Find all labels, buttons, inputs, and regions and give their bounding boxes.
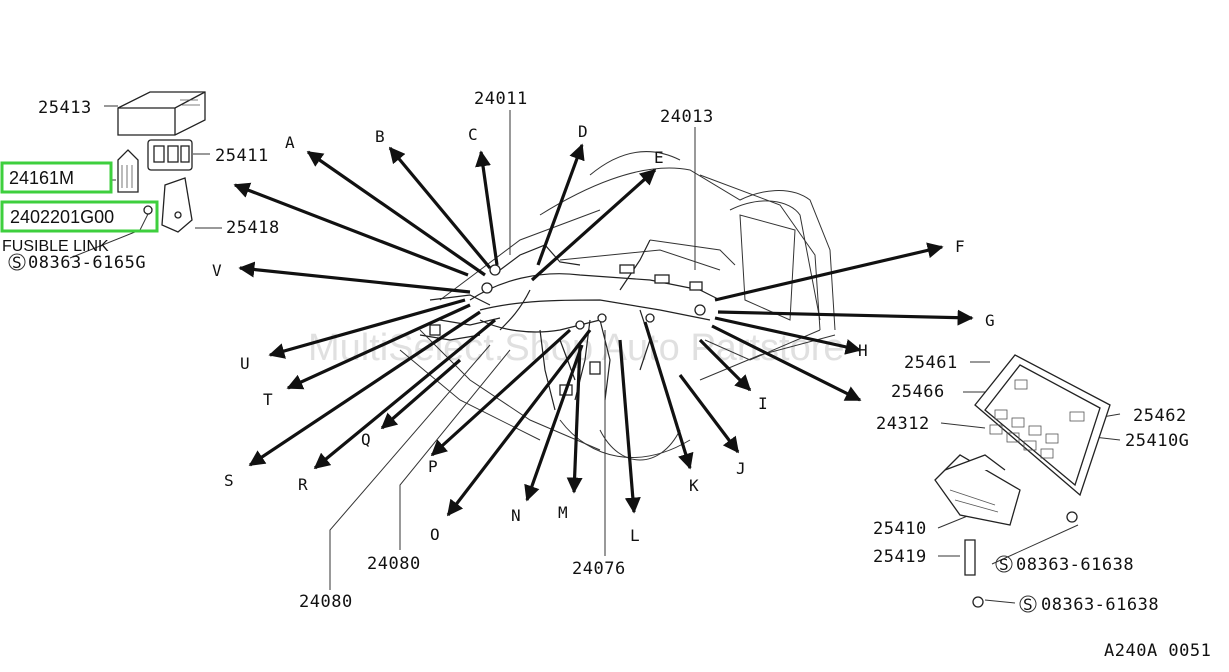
letter-s: S	[224, 471, 234, 490]
letter-a: A	[285, 133, 295, 152]
fusible-link-label[interactable]: FUSIBLE LINK	[2, 238, 109, 255]
part-2402201g00-link[interactable]: 2402201G00	[10, 207, 114, 227]
part-25462: 25462	[1133, 406, 1187, 426]
part-24312: 24312	[876, 414, 930, 434]
letter-p: P	[428, 457, 438, 476]
letter-d: D	[578, 122, 588, 141]
part-25413: 25413	[38, 98, 92, 118]
letter-r: R	[298, 475, 308, 494]
fuse-block-part	[147, 139, 193, 171]
part-08363-61638-upper: 08363-61638	[1016, 555, 1134, 575]
fusible-link-part	[117, 149, 139, 193]
letter-n: N	[511, 506, 521, 525]
screw-callout-right-upper: S 08363-61638	[995, 555, 1134, 575]
diagram-code: A240A 0051	[1104, 641, 1211, 661]
part-25410g: 25410G	[1125, 431, 1189, 451]
part-25411: 25411	[215, 146, 269, 166]
letter-g: G	[985, 311, 995, 330]
vehicle-body-outline	[399, 151, 836, 461]
screw-symbol: S	[12, 253, 22, 272]
part-25419: 25419	[873, 547, 927, 567]
reference-letters: A B C D E F G H I J K L M N O P Q R S T …	[212, 122, 995, 545]
part-24080-lower-center: 24080	[367, 554, 421, 574]
part-25418: 25418	[226, 218, 280, 238]
letter-v: V	[212, 261, 222, 280]
part-24161m-link[interactable]: 24161M	[9, 168, 74, 188]
relay-bracket-part	[934, 454, 1078, 608]
leader-lines	[69, 105, 1121, 604]
letter-q: Q	[361, 430, 371, 449]
letter-c: C	[468, 125, 478, 144]
fuse-box-cover-part	[117, 91, 206, 136]
letter-o: O	[430, 525, 440, 544]
control-unit-part	[974, 354, 1111, 497]
screw-symbol: S	[1023, 595, 1033, 614]
letter-k: K	[689, 476, 699, 495]
wire-harness-assembly	[419, 239, 721, 411]
highlight-2402201g00[interactable]: 2402201G00	[0, 200, 159, 233]
letter-h: H	[858, 341, 868, 360]
letter-b: B	[375, 127, 385, 146]
letter-m: M	[558, 503, 568, 522]
letter-j: J	[736, 459, 746, 478]
letter-l: L	[630, 526, 640, 545]
part-25410: 25410	[873, 519, 927, 539]
screw-callout-right-lower: S 08363-61638	[1019, 595, 1159, 615]
part-08363-6165g: 08363-6165G	[28, 253, 146, 273]
part-25461: 25461	[904, 353, 958, 373]
part-24013: 24013	[660, 107, 714, 127]
part-numbers: 25413 25411 25418 24011 24013 25461 2546…	[8, 89, 1211, 661]
screw-symbol: S	[999, 555, 1009, 574]
part-24011: 24011	[474, 89, 528, 109]
letter-f: F	[955, 237, 965, 256]
part-24076: 24076	[572, 559, 626, 579]
bracket-part	[143, 177, 193, 233]
screw-callout-left: S 08363-6165G	[8, 253, 146, 273]
letter-e: E	[654, 148, 664, 167]
letter-t: T	[263, 390, 273, 409]
letter-u: U	[240, 354, 250, 373]
letter-i: I	[758, 394, 768, 413]
highlight-24161m[interactable]: 24161M	[0, 161, 113, 194]
harness-arrows	[233, 143, 974, 517]
part-25466: 25466	[891, 382, 945, 402]
part-24080-bottom: 24080	[299, 592, 353, 612]
part-08363-61638-lower: 08363-61638	[1041, 595, 1159, 615]
